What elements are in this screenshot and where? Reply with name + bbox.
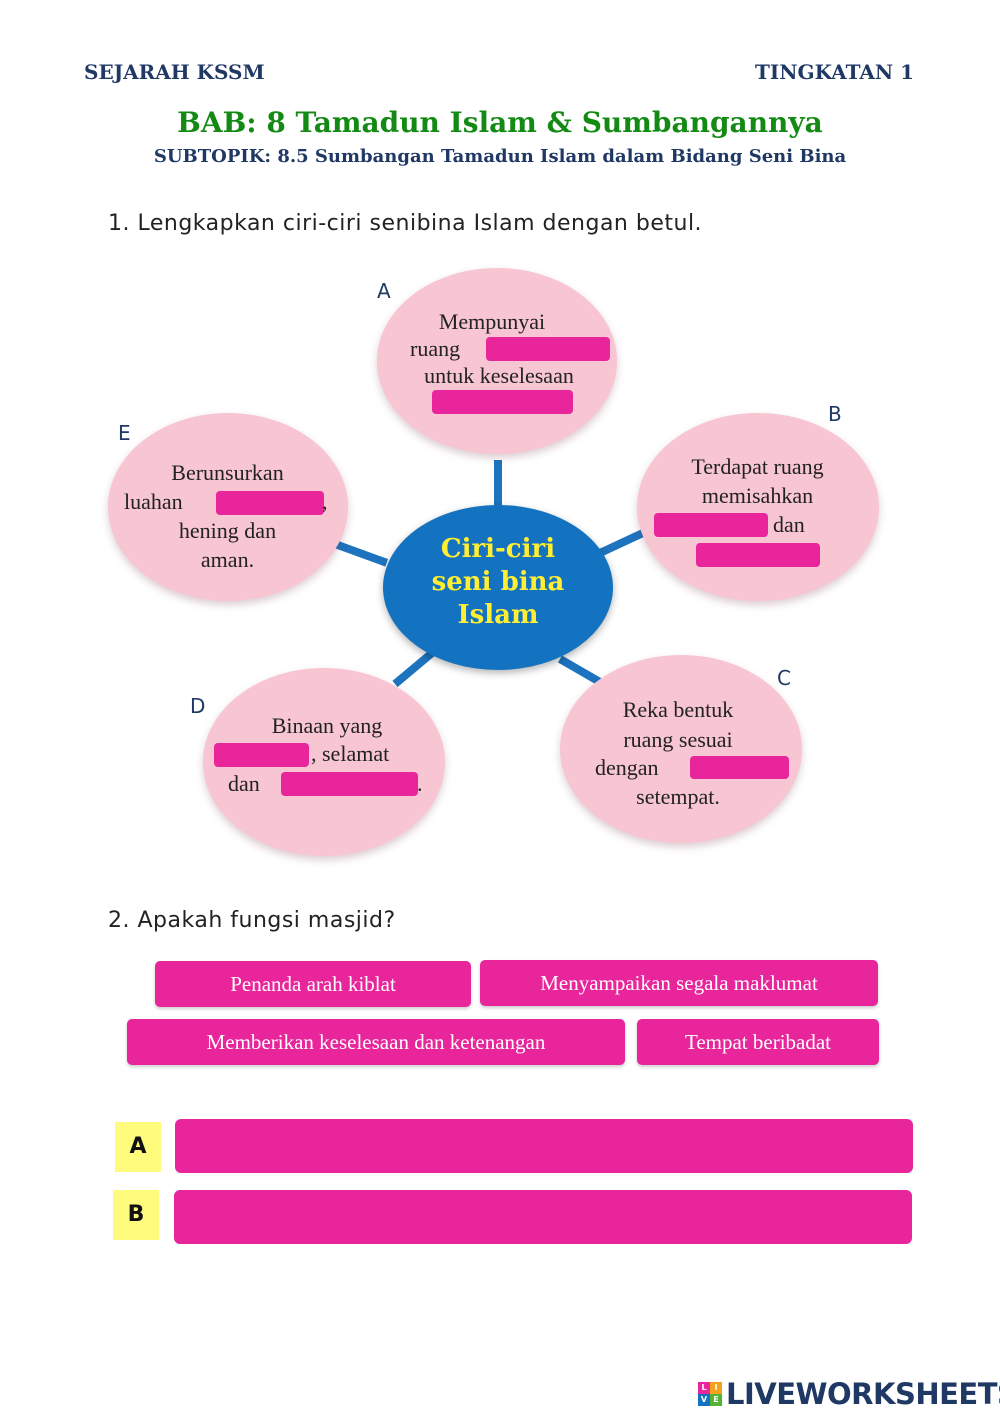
blank-b2[interactable] — [696, 543, 820, 567]
question-2-text: 2. Apakah fungsi masjid? — [108, 908, 396, 933]
circle-d-line: Binaan yang — [271, 713, 383, 738]
subject-label: SEJARAH KSSM — [84, 60, 265, 84]
blank-e1[interactable] — [216, 491, 324, 515]
letter-b: B — [828, 402, 842, 426]
circle-c — [560, 655, 802, 843]
circle-b — [637, 413, 879, 601]
circle-b-line: Terdapat ruang — [691, 454, 824, 479]
logo-letter: L — [698, 1382, 710, 1394]
blank-d1[interactable] — [214, 743, 309, 767]
logo-letter: E — [710, 1394, 722, 1406]
circle-a-line: Mempunyai — [438, 309, 546, 334]
circle-c-line: Reka bentuk — [622, 697, 734, 722]
letter-d: D — [190, 694, 206, 718]
blank-d2[interactable] — [281, 772, 418, 796]
circle-d-line: dan — [228, 771, 260, 796]
logo-text: LIVEWORKSHEETS — [726, 1377, 1000, 1411]
circle-e-line: Berunsurkan — [171, 460, 284, 485]
center-line: Ciri-ciri — [440, 534, 556, 564]
logo-icon: L I V E — [698, 1382, 722, 1406]
circle-a-line: untuk keselesaan — [424, 363, 574, 388]
page-title: BAB: 8 Tamadun Islam & Sumbangannya — [177, 106, 823, 139]
circle-e-line: hening dan — [178, 518, 277, 543]
blank-a2[interactable] — [432, 390, 573, 414]
answer-box-b[interactable] — [174, 1190, 912, 1244]
blank-c1[interactable] — [690, 756, 789, 779]
blank-a1[interactable] — [486, 337, 610, 361]
liveworksheets-logo: L I V E LIVEWORKSHEETS — [698, 1374, 1000, 1414]
option-keselesaan-ketenangan[interactable]: Memberikan keselesaan dan ketenangan — [127, 1019, 625, 1065]
blank-b1[interactable] — [654, 513, 768, 537]
option-menyampaikan-maklumat[interactable]: Menyampaikan segala maklumat — [480, 960, 878, 1006]
circle-e-line: aman. — [200, 547, 255, 572]
answer-label-a: A — [115, 1122, 161, 1172]
circle-c-line: ruang sesuai — [623, 727, 733, 752]
letter-e: E — [118, 421, 131, 445]
option-penanda-arah-kiblat[interactable]: Penanda arah kiblat — [155, 961, 471, 1007]
center-label: Ciri-ciri seni bina Islam — [383, 533, 613, 632]
circle-a-line: ruang — [410, 336, 461, 361]
option-tempat-beribadat[interactable]: Tempat beribadat — [637, 1019, 879, 1065]
logo-letter: I — [710, 1382, 722, 1394]
center-line: Islam — [457, 600, 539, 630]
form-level-label: TINGKATAN 1 — [755, 60, 915, 84]
question-1-text: 1. Lengkapkan ciri-ciri senibina Islam d… — [108, 211, 703, 236]
letter-a: A — [377, 279, 391, 303]
letter-c: C — [777, 666, 791, 690]
center-circle — [383, 505, 613, 670]
circle-d-line: , selamat — [311, 741, 390, 766]
answer-label-b: B — [113, 1190, 159, 1240]
circle-c-line: setempat. — [636, 784, 720, 809]
circle-b-line: memisahkan — [701, 483, 814, 508]
logo-letter: V — [698, 1394, 710, 1406]
center-line: seni bina — [431, 567, 565, 597]
circle-a — [377, 268, 617, 454]
circle-e-line: luahan — [124, 489, 183, 514]
circle-c-line: dengan — [595, 755, 659, 780]
page-subtitle: SUBTOPIK: 8.5 Sumbangan Tamadun Islam da… — [153, 146, 847, 167]
circle-d-line: . — [417, 771, 423, 796]
circle-b-line: dan — [773, 512, 805, 537]
circle-e-line: , — [322, 489, 328, 514]
spoke-e — [333, 540, 389, 567]
answer-box-a[interactable] — [175, 1119, 913, 1173]
